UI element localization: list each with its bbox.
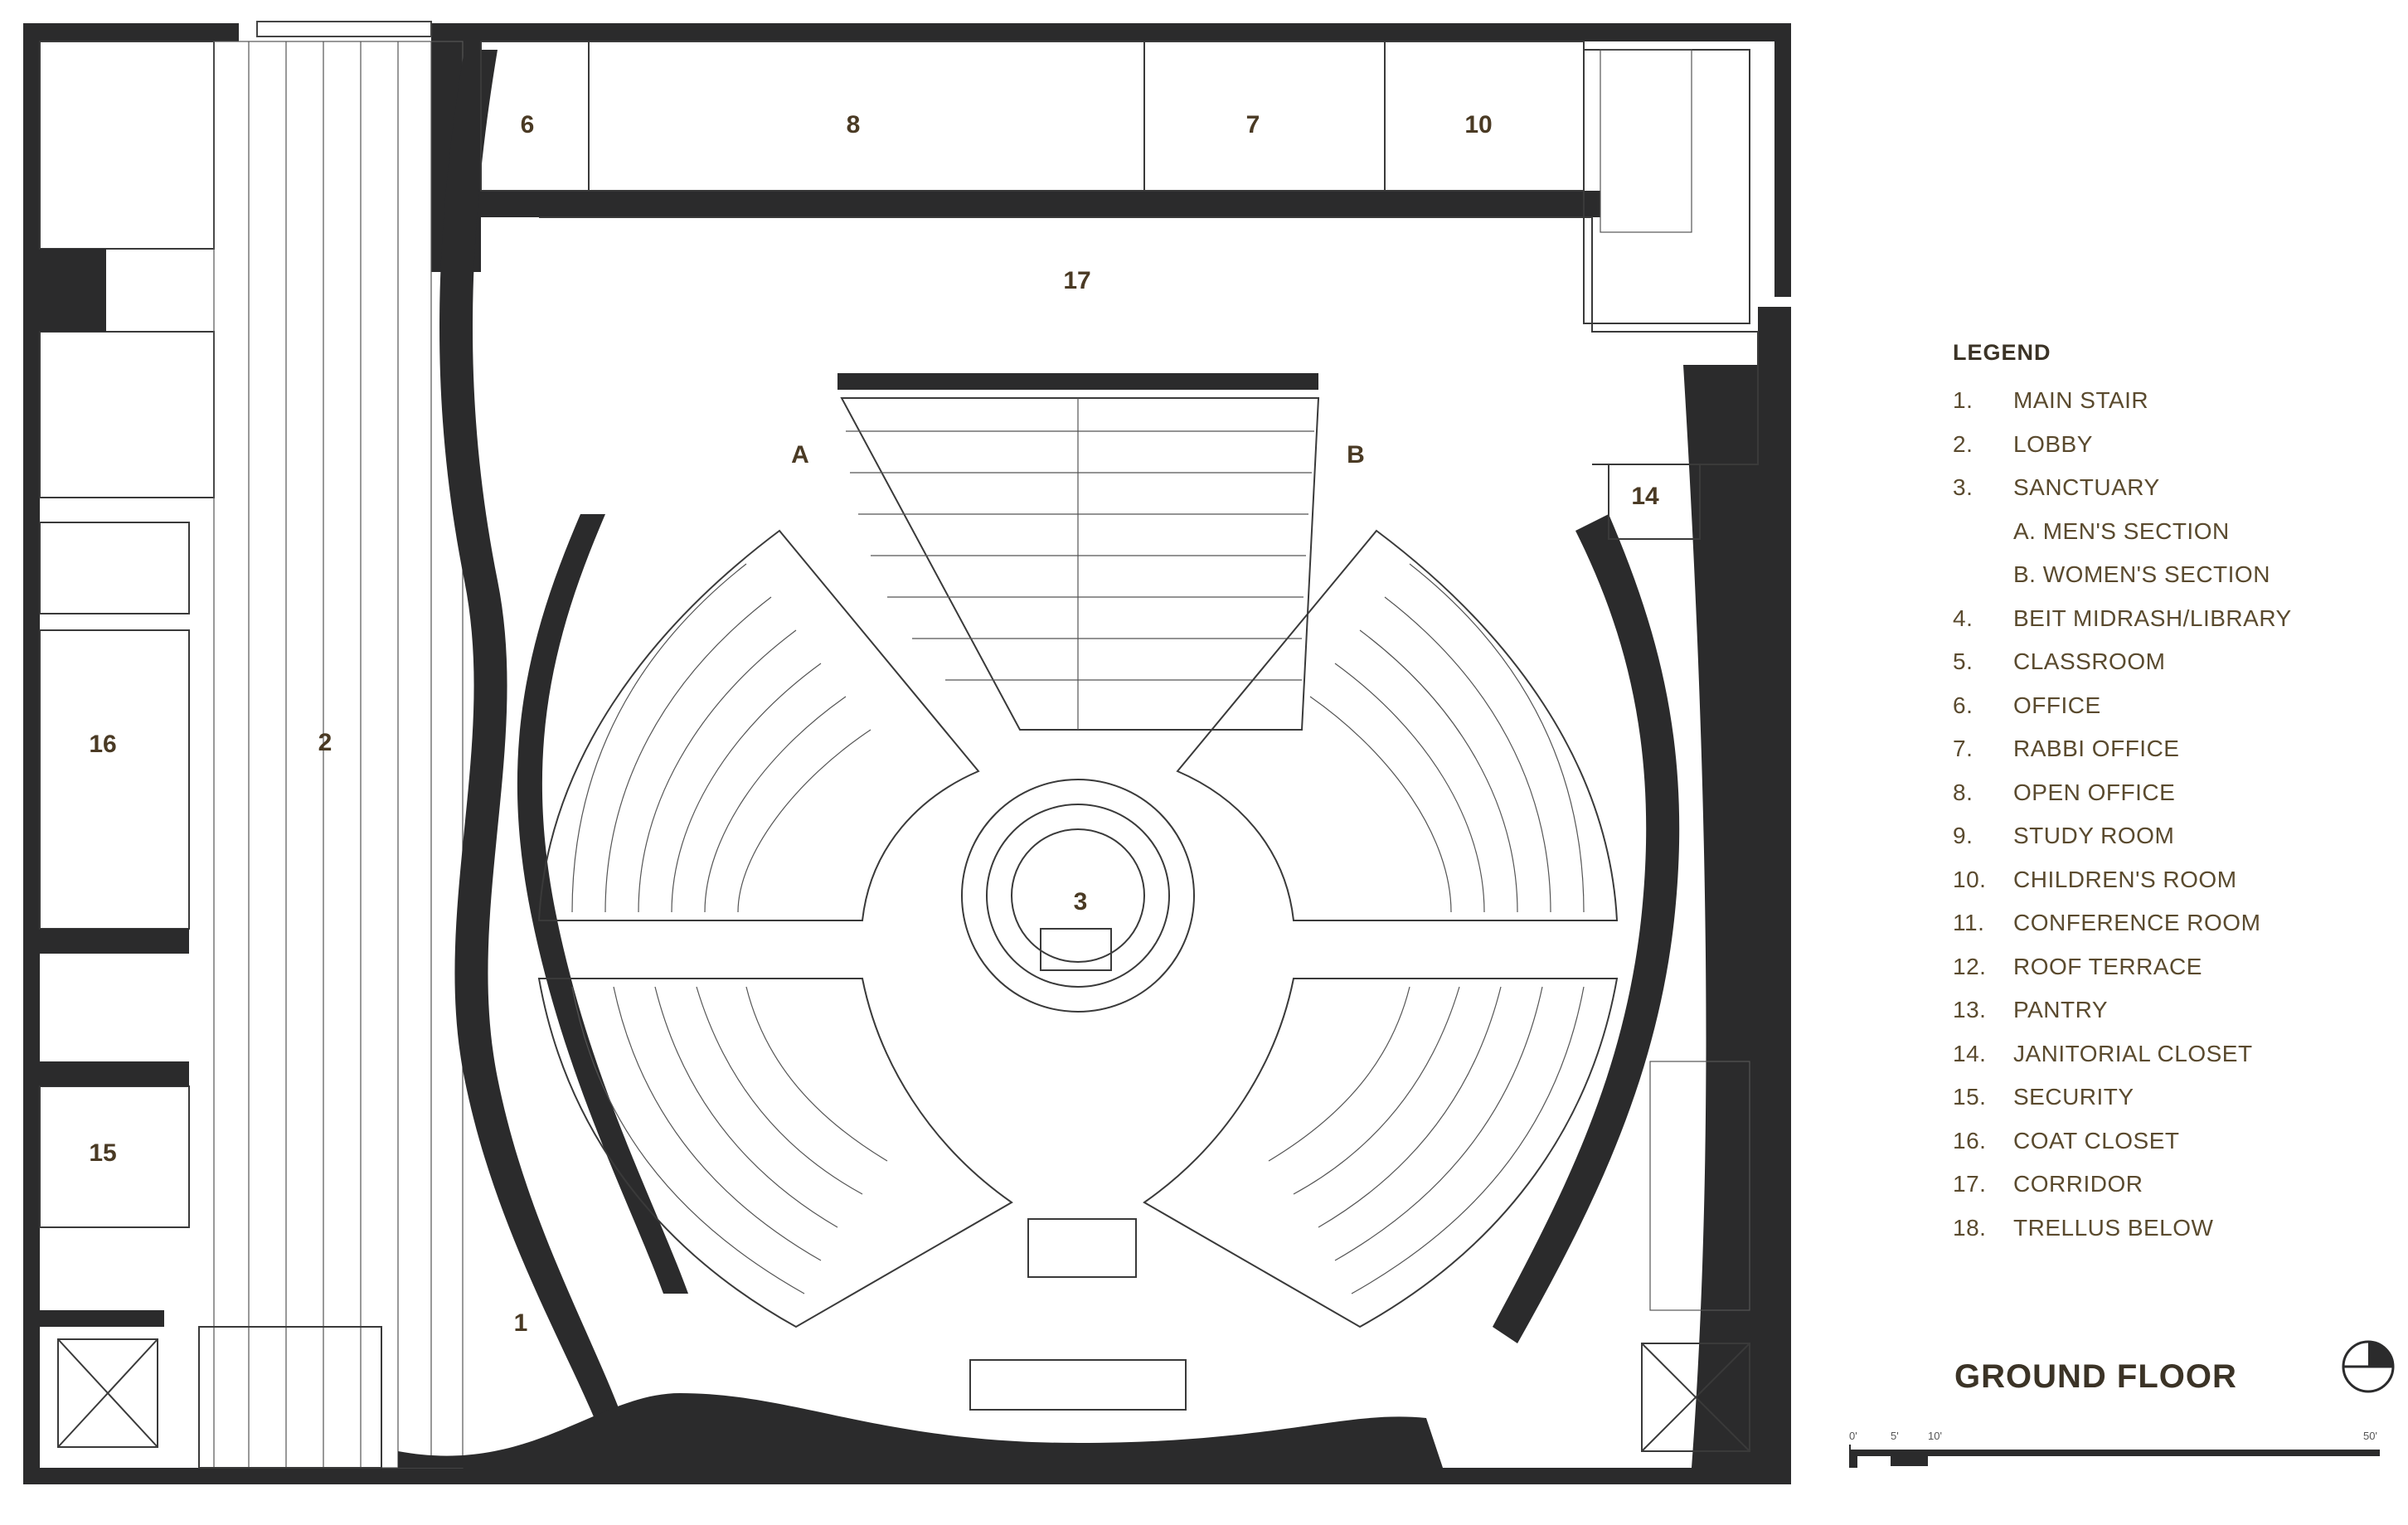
top-offices [480, 41, 1750, 540]
legend-item: B. WOMEN'S SECTION [1953, 553, 2384, 597]
room-label-b: B [1347, 441, 1365, 469]
legend-item: 16. COAT CLOSET [1953, 1119, 2384, 1163]
room-label-14: 14 [1631, 483, 1659, 510]
legend-item: 5. CLASSROOM [1953, 640, 2384, 684]
legend-item-number: 10. [1953, 866, 1987, 892]
room-label-6: 6 [521, 111, 535, 138]
legend-item-label: JANITORIAL CLOSET [2013, 1040, 2253, 1066]
legend-item: 2. LOBBY [1953, 423, 2384, 467]
scale-tick-50: 50' [2363, 1430, 2377, 1442]
scale-tick-10: 10' [1928, 1430, 1942, 1442]
room-label-a: A [791, 441, 809, 469]
legend-item-number: 12. [1953, 953, 1987, 979]
legend-item: 13. PANTRY [1953, 988, 2384, 1032]
legend-item-number: 11. [1953, 910, 1985, 935]
seating-block-top [840, 397, 1320, 731]
legend-item-label: A. MEN'S SECTION [2013, 517, 2230, 544]
legend-list: 1. MAIN STAIR 2. LOBBY 3. SANCTUARY A. MEN'S S… [1953, 379, 2384, 1250]
legend-item-number: 2. [1953, 430, 1973, 457]
trellis-edge [398, 1393, 1443, 1468]
legend-item-label: PANTRY [2013, 997, 2108, 1022]
top-windows [256, 21, 432, 37]
legend-item: 7. RABBI OFFICE [1953, 727, 2384, 771]
legend-item-number: 4. [1953, 605, 1973, 631]
right-sanctuary-wall [1493, 365, 1758, 1468]
scale-tick-5: 5' [1891, 1430, 1899, 1442]
legend-item: 12. ROOF TERRACE [1953, 945, 2384, 989]
legend-item-number: 17. [1953, 1171, 1987, 1197]
legend-item-number: 9. [1953, 823, 1973, 848]
legend-item-label: ROOF TERRACE [2013, 953, 2202, 979]
legend-item-label: COAT CLOSET [2013, 1127, 2180, 1153]
seating-block-right [1176, 529, 1619, 921]
legend-item: 1. MAIN STAIR [1953, 379, 2384, 423]
scale-tick-0: 0' [1849, 1430, 1857, 1442]
room-label-17: 17 [1063, 267, 1090, 294]
legend-item-number: 15. [1953, 1084, 1987, 1110]
legend-item-number: 16. [1953, 1127, 1987, 1153]
legend-item-number: 18. [1953, 1214, 1987, 1241]
room-label-10: 10 [1464, 111, 1492, 138]
legend-item: 10. CHILDREN'S ROOM [1953, 858, 2384, 902]
room-labels: 1 2 3 6 7 8 10 14 15 16 17 A B [89, 111, 1659, 1337]
curved-sanctuary-wall [439, 50, 688, 1468]
legend-item-label: BEIT MIDRASH/LIBRARY [2013, 605, 2292, 631]
legend-item-label: OPEN OFFICE [2013, 779, 2176, 805]
legend-item: 11. CONFERENCE ROOM [1953, 901, 2384, 945]
legend-item-number: 3. [1953, 474, 1973, 500]
room-label-2: 2 [318, 729, 333, 756]
seating-block-left [537, 529, 980, 921]
room-label-15: 15 [89, 1139, 116, 1167]
legend-item-label: MAIN STAIR [2013, 387, 2149, 413]
legend-item-label: RABBI OFFICE [2013, 736, 2180, 761]
legend-item-label: STUDY ROOM [2013, 823, 2175, 848]
legend-item-label: SECURITY [2013, 1084, 2134, 1110]
legend-item: 8. OPEN OFFICE [1953, 771, 2384, 815]
legend-item-number: 6. [1953, 692, 1973, 718]
legend-item: A. MEN'S SECTION [1953, 510, 2384, 554]
scale-bar: 0' 5' 10' 50' [1849, 1430, 2380, 1468]
legend-item-number: 14. [1953, 1040, 1987, 1066]
legend-item: 3. SANCTUARY [1953, 466, 2384, 510]
legend-item-number: 1. [1953, 387, 1973, 413]
room-label-16: 16 [89, 731, 116, 758]
corridor [539, 216, 1759, 465]
sanctuary [537, 373, 1619, 1411]
legend-item: 4. BEIT MIDRASH/LIBRARY [1953, 597, 2384, 641]
legend-item-label: B. WOMEN'S SECTION [2013, 561, 2270, 587]
room-label-1: 1 [514, 1309, 528, 1337]
legend-item-label: OFFICE [2013, 692, 2101, 718]
room-label-7: 7 [1246, 111, 1260, 138]
legend-item: 15. SECURITY [1953, 1076, 2384, 1119]
legend-item: 18. TRELLUS BELOW [1953, 1207, 2384, 1251]
legend-item-label: SANCTUARY [2013, 474, 2160, 500]
legend-item: 6. OFFICE [1953, 684, 2384, 728]
legend-item: 9. STUDY ROOM [1953, 814, 2384, 858]
legend-title: LEGEND [1953, 340, 2051, 365]
legend-item-number: 7. [1953, 736, 1973, 761]
legend-item-label: CORRIDOR [2013, 1171, 2143, 1197]
room-label-8: 8 [847, 111, 861, 138]
legend-item: 14. JANITORIAL CLOSET [1953, 1032, 2384, 1076]
lobby-paving [198, 41, 464, 1469]
legend-item-label: CHILDREN'S ROOM [2013, 866, 2237, 892]
legend-item-label: TRELLUS BELOW [2013, 1214, 2214, 1241]
seating-block-bottom-left [537, 978, 1013, 1328]
left-core [39, 41, 215, 1448]
legend-item-number: 13. [1953, 997, 1987, 1022]
legend-item-number: 5. [1953, 648, 1973, 674]
legend-item-label: CLASSROOM [2013, 648, 2166, 674]
legend: LEGEND 1. MAIN STAIR 2. LOBBY 3. SANCTUARY A. … [1953, 340, 2384, 1250]
legend-item-number: 8. [1953, 779, 1973, 805]
right-core [1600, 49, 1750, 1452]
seating-block-bottom-right [1143, 978, 1619, 1328]
room-label-3: 3 [1074, 888, 1088, 915]
plan-title: GROUND FLOOR [1954, 1358, 2237, 1395]
legend-item: 17. CORRIDOR [1953, 1163, 2384, 1207]
legend-item-label: CONFERENCE ROOM [2013, 910, 2261, 935]
legend-item-label: LOBBY [2013, 430, 2093, 457]
north-arrow-icon [2342, 1340, 2395, 1393]
